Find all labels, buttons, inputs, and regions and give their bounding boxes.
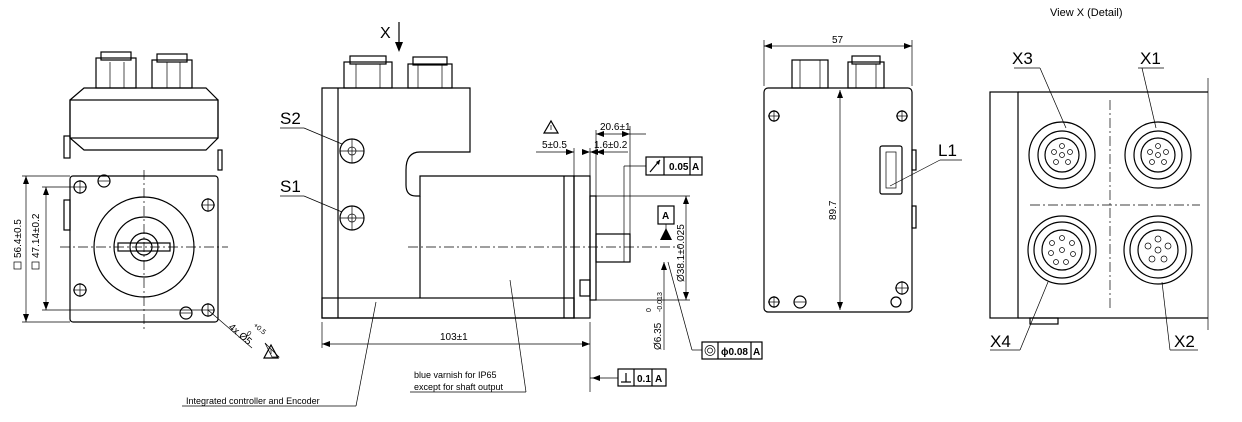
label-s2: S2 <box>280 109 301 128</box>
dim-shaft-tol-upper: 0 <box>646 308 653 312</box>
mounting-hole <box>896 110 908 122</box>
dim-height: 89.7 <box>828 200 839 220</box>
mounting-hole <box>201 198 215 212</box>
connector-front-right <box>151 59 193 89</box>
mounting-hole <box>768 110 780 122</box>
concentricity-icon <box>704 345 716 356</box>
connector-x4 <box>1027 215 1097 285</box>
dim-shaft-diameter: Ø6.35 <box>653 322 664 350</box>
warning-icon <box>542 119 560 134</box>
dim-holes-tol-lower: 0 <box>245 330 253 338</box>
connector-top-right <box>847 61 885 89</box>
side-view <box>182 22 763 407</box>
dim-shaft-tol-lower: -0.013 <box>657 292 664 312</box>
dim-shoulder: 1.6±0.2 <box>594 140 628 151</box>
mounting-hole <box>768 296 780 308</box>
top-view <box>763 40 962 313</box>
view-arrow-label: X <box>380 25 391 42</box>
dim-holes-tol-upper: +0.5 <box>252 322 267 336</box>
connector-front-left-cap <box>100 51 132 61</box>
connector-x2 <box>1123 215 1193 285</box>
connector-top-left <box>791 59 829 89</box>
label-x1: X1 <box>1140 49 1161 68</box>
dim-flange: 5±0.5 <box>542 140 567 151</box>
warning-icon <box>262 342 280 359</box>
shaft <box>595 233 631 263</box>
controller-housing-front <box>69 87 219 151</box>
connector-front-right-cap <box>156 53 188 63</box>
connector-x3 <box>1028 121 1096 189</box>
housing-top <box>763 87 913 313</box>
dim-square-bolt: 47.14±0.2 <box>31 213 42 258</box>
dim-square-outer: 56.4±0.5 <box>13 219 24 258</box>
perpendicularity-value: 0.1 <box>637 374 651 385</box>
label-x4: X4 <box>990 332 1011 351</box>
front-view <box>13 51 253 349</box>
detail-view <box>989 67 1209 351</box>
dim-length: 103±1 <box>440 332 468 343</box>
perpendicularity-icon <box>621 373 631 383</box>
runout-value: 0.05 <box>669 162 689 173</box>
controller-body-side <box>321 87 575 319</box>
perpendicularity-datum: A <box>655 374 662 385</box>
concentricity-value: ϕ0.08 <box>721 347 748 358</box>
dim-pilot-diameter: Ø38.1±0.025 <box>676 224 687 282</box>
note-varnish-line1: blue varnish for IP65 <box>414 370 497 380</box>
label-s1: S1 <box>280 177 301 196</box>
concentricity-frame <box>701 341 763 360</box>
perpendicularity-frame <box>617 368 667 387</box>
connector-x1 <box>1124 121 1192 189</box>
screw-s1 <box>339 205 365 231</box>
label-l1: L1 <box>938 141 957 160</box>
label-x3: X3 <box>1012 49 1033 68</box>
dim-width: 57 <box>832 35 844 46</box>
note-controller: Integrated controller and Encoder <box>186 396 320 406</box>
concentricity-datum: A <box>753 347 760 358</box>
note-varnish-line2: except for shaft output <box>414 382 504 392</box>
connector-side-left <box>343 61 393 89</box>
runout-datum: A <box>692 162 699 173</box>
label-x2: X2 <box>1174 332 1195 351</box>
connector-front-left <box>95 57 137 89</box>
dim-shaft-length: 20.6±1 <box>600 122 631 133</box>
mounting-hole <box>895 281 909 295</box>
mounting-hole <box>73 283 87 297</box>
led-window <box>879 145 903 195</box>
flange-edge <box>989 91 1019 319</box>
datum-label: A <box>662 211 669 222</box>
mounting-hole <box>73 180 87 194</box>
screw-s2 <box>339 138 365 164</box>
connector-side-right <box>407 63 453 89</box>
runout-frame <box>645 156 703 176</box>
view-title: View X (Detail) <box>1050 7 1123 19</box>
